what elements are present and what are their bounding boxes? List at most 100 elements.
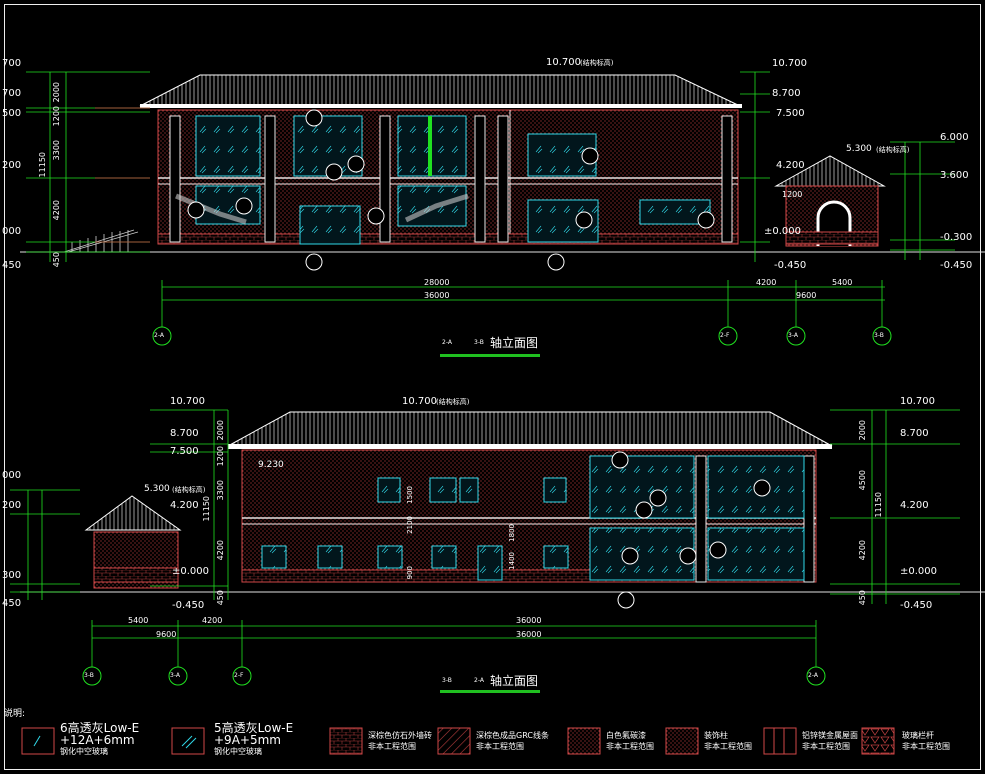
top-dim-bottom: 36000 [424, 291, 450, 300]
bottom-right-level: 4.200 [900, 500, 929, 511]
title-axis: 3-B [474, 339, 484, 346]
legend [21, 727, 895, 755]
top-gate [774, 155, 886, 247]
top-callout-markers [187, 109, 715, 271]
axis-label: 2-F [234, 672, 244, 679]
top-left-level: 700 [2, 88, 22, 99]
top-dim-vertical: 2000 [52, 82, 61, 103]
bottom-gate-level: 4.200 [170, 500, 199, 511]
axis-label: 3-B [874, 332, 884, 339]
bottom-gate-ridge-note: (结构标高) [172, 486, 206, 494]
top-columns [169, 115, 733, 243]
bottom-dim-bottom: 4200 [202, 616, 223, 625]
bottom-ridge-note: (结构标高) [436, 398, 470, 406]
top-dim-bottom: 4200 [756, 278, 777, 287]
bottom-inner-level: 9.230 [258, 460, 284, 470]
bottom-dim-vertical: 4200 [216, 540, 225, 561]
top-elevation [20, 71, 985, 346]
bottom-left-level: 7.500 [170, 446, 199, 457]
window-dim: 1800 [508, 524, 516, 542]
top-left-level: 200 [2, 160, 22, 171]
top-dim-bottom: 28000 [424, 278, 450, 287]
top-dim-bottom: 9600 [796, 291, 817, 300]
bottom-right-level: 8.700 [900, 428, 929, 439]
bottom-right-level: ±0.000 [900, 566, 938, 577]
top-ridge-level: 10.700 [546, 57, 581, 68]
legend-item: 玻璃栏杆 非本工程范围 [902, 731, 950, 751]
bottom-dim-vertical-right: 2000 [858, 420, 867, 441]
top-dim-vertical: 450 [52, 252, 61, 268]
top-left-level: 700 [2, 58, 22, 69]
title-axis: 2-A [442, 339, 452, 346]
top-dim-vertical: 11150 [38, 152, 47, 178]
bottom-elevation-title: 3-B 2-A 轴立面图 [440, 672, 540, 693]
top-elevation-title: 2-A 3-B 轴立面图 [440, 334, 540, 357]
bottom-ridge-level: 10.700 [402, 396, 437, 407]
axis-label: 3-A [170, 672, 180, 679]
axis-label: 2-A [154, 332, 164, 339]
title-axis: 2-A [474, 677, 484, 684]
bottom-elevation [10, 409, 985, 686]
bottom-axis-bubbles [82, 666, 826, 686]
window-dim: 1400 [508, 552, 516, 570]
top-gate-ridge: 5.300 [846, 144, 872, 154]
bottom-dim-vertical-right: 4500 [858, 470, 867, 491]
top-right-level: 7.500 [776, 108, 805, 119]
top-gate-level: 3.600 [940, 170, 969, 181]
legend-item: 深棕色仿石外墙砖 非本工程范围 [368, 731, 432, 751]
bottom-left-level: -0.450 [172, 600, 205, 611]
top-dimension-lines [26, 71, 955, 340]
top-right-level: ±0.000 [764, 226, 802, 237]
legend-item: 5高透灰Low-E +9A+5mm 钢化中空玻璃 [214, 721, 294, 756]
bottom-gate [84, 495, 182, 589]
top-gate-level: -0.450 [940, 260, 973, 271]
top-gate-level: -0.300 [940, 232, 973, 243]
top-right-level: 8.700 [772, 88, 801, 99]
bottom-right-level: 10.700 [900, 396, 935, 407]
bottom-left-level: 10.700 [170, 396, 205, 407]
bottom-dim-bottom: 5400 [128, 616, 149, 625]
top-dim-vertical: 4200 [52, 200, 61, 221]
bottom-dim-bottom: 36000 [516, 616, 542, 625]
legend-item: 铝锌镁金属屋面 非本工程范围 [802, 731, 858, 751]
bottom-dim-bottom: 36000 [516, 630, 542, 639]
bottom-gate-ridge: 5.300 [144, 484, 170, 494]
bottom-dimension-lines [10, 409, 960, 680]
bottom-dim-vertical: 1200 [216, 446, 225, 467]
bottom-gate-level-partial: 200 [2, 500, 22, 511]
window-dim: 900 [406, 566, 414, 580]
axis-label: 2-F [720, 332, 730, 339]
title-text: 轴立面图 [490, 674, 539, 688]
bottom-gate-level-partial: 300 [2, 570, 22, 581]
top-gate-ridge-note: (结构标高) [876, 146, 910, 154]
bottom-left-level: 8.700 [170, 428, 199, 439]
bottom-dim-vertical: 11150 [202, 496, 211, 522]
bottom-gate-level-partial: 450 [2, 598, 22, 609]
bottom-dim-vertical: 2000 [216, 420, 225, 441]
bottom-dim-vertical: 3300 [216, 480, 225, 501]
top-right-level: 10.700 [772, 58, 807, 69]
top-axis-bubbles [152, 326, 892, 346]
legend-label: 说明: [4, 709, 26, 719]
top-left-level: 000 [2, 226, 22, 237]
title-axis: 3-B [442, 677, 452, 684]
bottom-dim-vertical-right: 11150 [874, 492, 883, 518]
drawing-frame [4, 4, 981, 770]
title-text: 轴立面图 [490, 336, 539, 350]
bottom-gate-level-partial: 000 [2, 470, 22, 481]
legend-item: 白色氟碳漆 非本工程范围 [606, 731, 654, 751]
window-dim: 2100 [406, 516, 414, 534]
axis-label: 3-B [84, 672, 94, 679]
axis-label: 2-A [808, 672, 818, 679]
top-dim-vertical: 1200 [52, 106, 61, 127]
top-left-level: 500 [2, 108, 22, 119]
legend-item: 6高透灰Low-E +12A+6mm 钢化中空玻璃 [60, 721, 140, 756]
top-gate-lintel: 1200 [782, 190, 803, 199]
bottom-right-level: -0.450 [900, 600, 933, 611]
top-left-level: 450 [2, 260, 22, 271]
legend-item: 深棕色成品GRC线条 非本工程范围 [476, 731, 549, 751]
bottom-dim-vertical: 450 [216, 590, 225, 606]
top-dim-vertical: 3300 [52, 140, 61, 161]
